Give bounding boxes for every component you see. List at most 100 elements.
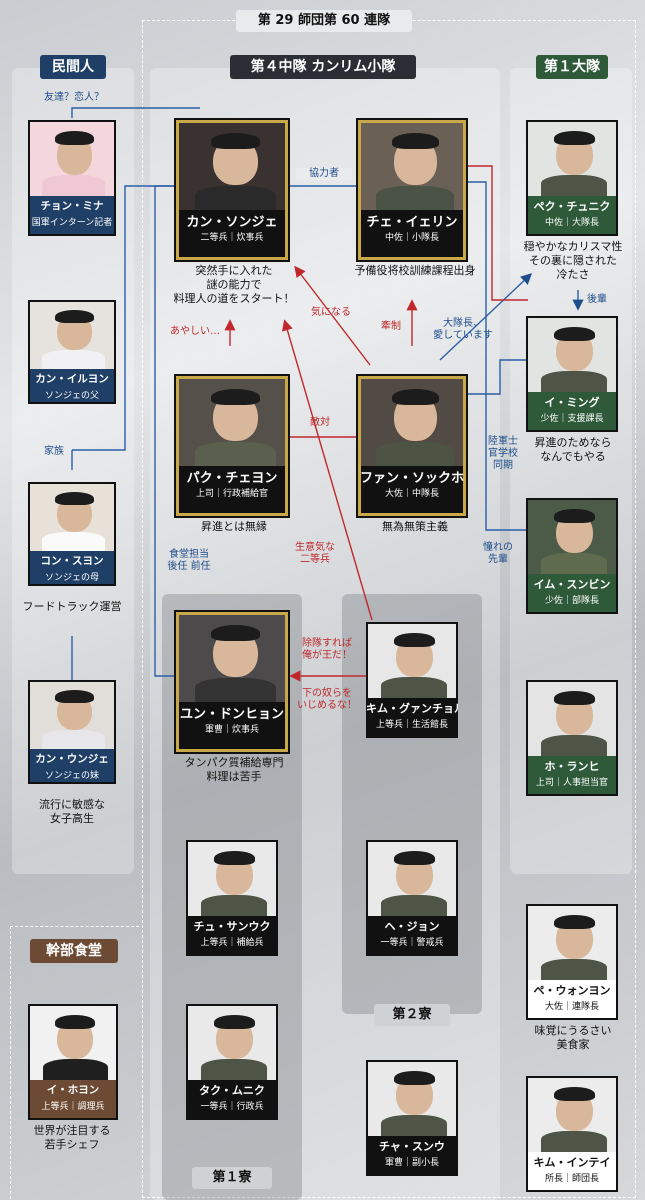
portrait (366, 1060, 458, 1176)
character-name: チェ・イェリン (366, 215, 458, 230)
label-rival: 敵対 (310, 417, 330, 428)
portrait (366, 622, 458, 738)
label-cocky: 生意気な 二等兵 (295, 542, 335, 565)
label-cafeteria: 食堂担当 後任 前任 (167, 549, 211, 572)
character-name: カン・イルヨン (35, 373, 109, 385)
character-name: イ・ミング (544, 396, 600, 409)
character-description-suyeon: フードトラック運営 (22, 600, 122, 613)
card-suyeon: コン・スヨンソンジェの母 (28, 482, 116, 586)
character-description-sokho: 無為無策主義 (382, 520, 448, 533)
character-name: ホ・ランヒ (544, 760, 600, 773)
character-name: チョン・ミナ (40, 200, 104, 212)
portrait (174, 118, 290, 262)
character-description-chunik: 穏やかなカリスマ性 その裏に隠された 冷たさ (523, 240, 623, 281)
battalion-header: 第１大隊 (536, 55, 608, 79)
mess-boundary (10, 926, 139, 1199)
character-description-hoyeon: 世界が注目する 若手シェフ (33, 1124, 111, 1151)
character-role: 軍曹｜副小長 (384, 1158, 439, 1168)
character-description-sungje: 突然手に入れた 謎の能力で 料理人の道をスタート！ (173, 264, 295, 305)
label-senior: 憧れの 先輩 (483, 542, 513, 565)
portrait (174, 374, 290, 518)
label-interested: 気になる (311, 307, 351, 318)
card-munik: タク・ムニク一等兵｜行政兵 (186, 1004, 278, 1120)
label-suspicious: あやしい… (170, 326, 220, 337)
label-classmate: 陸軍士 官学校 同期 (488, 436, 518, 471)
character-name: キム・グァンチョル (366, 702, 458, 715)
character-name: チャ・スンウ (379, 1140, 445, 1153)
portrait (28, 680, 116, 784)
character-role: ソンジェの妹 (44, 770, 99, 781)
portrait (186, 840, 278, 956)
character-name: チュ・サンウク (193, 920, 271, 933)
character-name: ヘ・ジョン (384, 920, 440, 933)
character-role: 一等兵｜警戒兵 (380, 938, 444, 948)
character-role: 国軍インターン記者 (31, 217, 113, 228)
card-cheyeon: パク・チェヨン上司｜行政補給官 (174, 374, 290, 518)
portrait (526, 680, 618, 796)
portrait (356, 118, 468, 262)
character-name: ユン・ドンヒョン (179, 707, 284, 722)
portrait (28, 482, 116, 586)
portrait (526, 1076, 618, 1192)
civilians-header: 民間人 (40, 55, 106, 79)
portrait (526, 316, 618, 432)
card-mina: チョン・ミナ国軍インターン記者 (28, 120, 116, 236)
character-role: 少佐｜支援課長 (540, 414, 604, 424)
card-wonyeon: ペ・ウォンヨン大佐｜連隊長 (526, 904, 618, 1020)
portrait (356, 374, 468, 518)
card-sunu: チャ・スンウ軍曹｜副小長 (366, 1060, 458, 1176)
platoon-header: 第４中隊 カンリム小隊 (230, 55, 416, 79)
character-name: イム・スンビン (533, 578, 611, 591)
character-role: 大佐｜連隊長 (544, 1002, 599, 1012)
label-friend: 友達？恋人？ (44, 92, 104, 103)
character-name: ファン・ソックホ (359, 471, 464, 486)
card-donghyeon: ユン・ドンヒョン軍曹｜炊事兵 (174, 610, 290, 754)
portrait (366, 840, 458, 956)
portrait (174, 610, 290, 754)
character-description-wonyeon: 味覚にうるさい 美食家 (534, 1024, 612, 1051)
character-description-iming: 昇進のためなら なんでもやる (534, 436, 612, 463)
character-name: キム・インテイ (533, 1156, 611, 1169)
character-name: カン・ウンジェ (35, 753, 109, 765)
division-header: 第 29 師団第 60 連隊 (236, 10, 412, 32)
character-role: 一等兵｜行政兵 (200, 1102, 264, 1112)
portrait (28, 300, 116, 404)
character-name: パク・チェヨン (186, 471, 278, 486)
character-role: 上等兵｜調理兵 (41, 1101, 105, 1112)
label-family: 家族 (44, 446, 64, 457)
character-name: イ・ホヨン (46, 1084, 100, 1096)
portrait (28, 1004, 118, 1120)
dorm1-header: 第１寮 (192, 1167, 272, 1189)
mess-header: 幹部食堂 (30, 939, 118, 963)
character-role: 中佐｜大隊長 (544, 218, 599, 228)
character-description-donghyeon: タンパク質補給専門 料理は苦手 (184, 756, 284, 783)
card-sunbin: イム・スンビン少佐｜部隊長 (526, 498, 618, 614)
character-role: 上等兵｜補給兵 (200, 938, 264, 948)
character-role: 少佐｜部隊長 (544, 596, 599, 606)
label-cooperator: 協力者 (296, 168, 352, 180)
card-hejeon: ヘ・ジョン一等兵｜警戒兵 (366, 840, 458, 956)
portrait (526, 120, 618, 236)
character-role: ソンジェの父 (44, 390, 99, 401)
character-name: カン・ソンジェ (186, 215, 278, 230)
card-saneuk: チュ・サンウク上等兵｜補給兵 (186, 840, 278, 956)
character-name: タク・ムニク (199, 1084, 265, 1097)
card-sokho: ファン・ソックホ大佐｜中隊長 (356, 374, 468, 518)
dorm2-header: 第２寮 (374, 1004, 450, 1026)
card-sungje: カン・ソンジェ二等兵｜炊事兵 (174, 118, 290, 262)
portrait (186, 1004, 278, 1120)
portrait (28, 120, 116, 236)
character-description-unje: 流行に敏感な 女子高生 (39, 798, 105, 825)
card-ilyeon: カン・イルヨンソンジェの父 (28, 300, 116, 404)
character-role: 軍曹｜炊事兵 (204, 725, 259, 735)
label-restraint: 牽制 (381, 321, 401, 332)
label-king: 除隊すれば 俺が王だ！ (302, 638, 352, 661)
label-junior: 後輩 (587, 294, 607, 305)
card-ranhi: ホ・ランヒ上司｜人事担当官 (526, 680, 618, 796)
card-yerin: チェ・イェリン中佐｜小隊長 (356, 118, 468, 262)
card-chunik: ペク・チュニク中佐｜大隊長 (526, 120, 618, 236)
character-name: ペ・ウォンヨン (533, 984, 611, 997)
character-role: 所長｜師団長 (544, 1174, 599, 1184)
character-role: 上等兵｜生活館長 (375, 720, 448, 730)
